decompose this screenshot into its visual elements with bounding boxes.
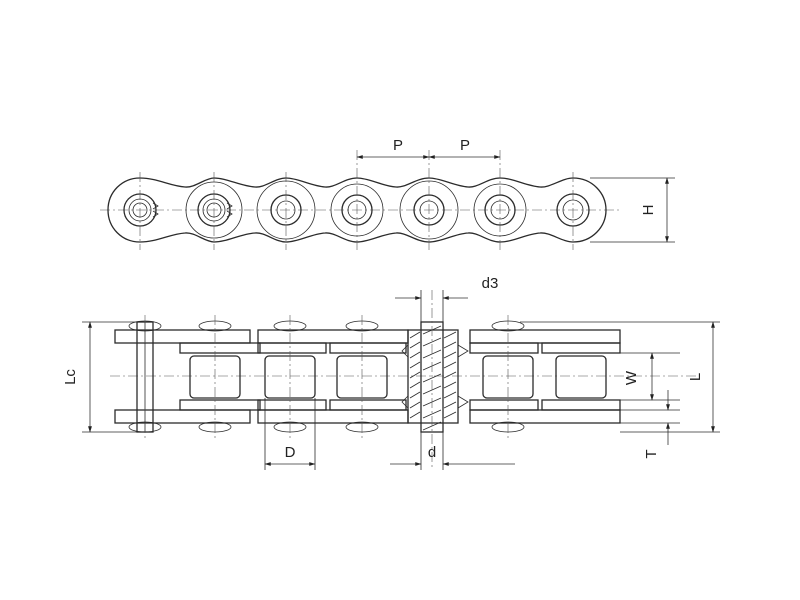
label-roller-diameter: D [285, 444, 296, 461]
outer-plate-bottom-right [469, 409, 621, 424]
inner-plate-bottom-2 [257, 399, 327, 411]
outer-plate-bottom-mid [257, 409, 409, 424]
inner-plate-top-r2 [541, 342, 621, 354]
label-height: H [640, 205, 657, 216]
inner-plate-bottom-r2 [541, 399, 621, 411]
outer-plate-top-mid [257, 329, 409, 344]
chain-plate-outline [107, 177, 607, 243]
label-pitch-right: P [460, 137, 470, 154]
inner-plate-top [179, 342, 261, 354]
inner-plate-bottom [179, 399, 261, 411]
pin-cross-section [401, 321, 469, 433]
label-thickness: T [643, 449, 660, 458]
chain-side-view: P P H [100, 137, 675, 250]
inner-plate-bottom-r1 [469, 399, 539, 411]
inner-plate-top-2 [257, 342, 327, 354]
outer-plate-bottom-left [114, 409, 251, 424]
outer-plate-top-right [469, 329, 621, 344]
outer-plate-top-left [114, 329, 251, 344]
inner-plate-top-r1 [469, 342, 539, 354]
label-pin-diameter: d3 [482, 275, 499, 292]
chain-plan-view: Lc d3 D d W L T [62, 275, 720, 470]
inner-plate-top-3 [329, 342, 407, 354]
label-bushing-diameter: d [428, 444, 436, 461]
inner-plate-bottom-3 [329, 399, 407, 411]
roller-5 [555, 355, 607, 399]
label-length: L [687, 373, 704, 381]
label-pitch-left: P [393, 137, 403, 154]
label-width: W [623, 370, 640, 385]
label-inner-length: Lc [62, 369, 79, 385]
